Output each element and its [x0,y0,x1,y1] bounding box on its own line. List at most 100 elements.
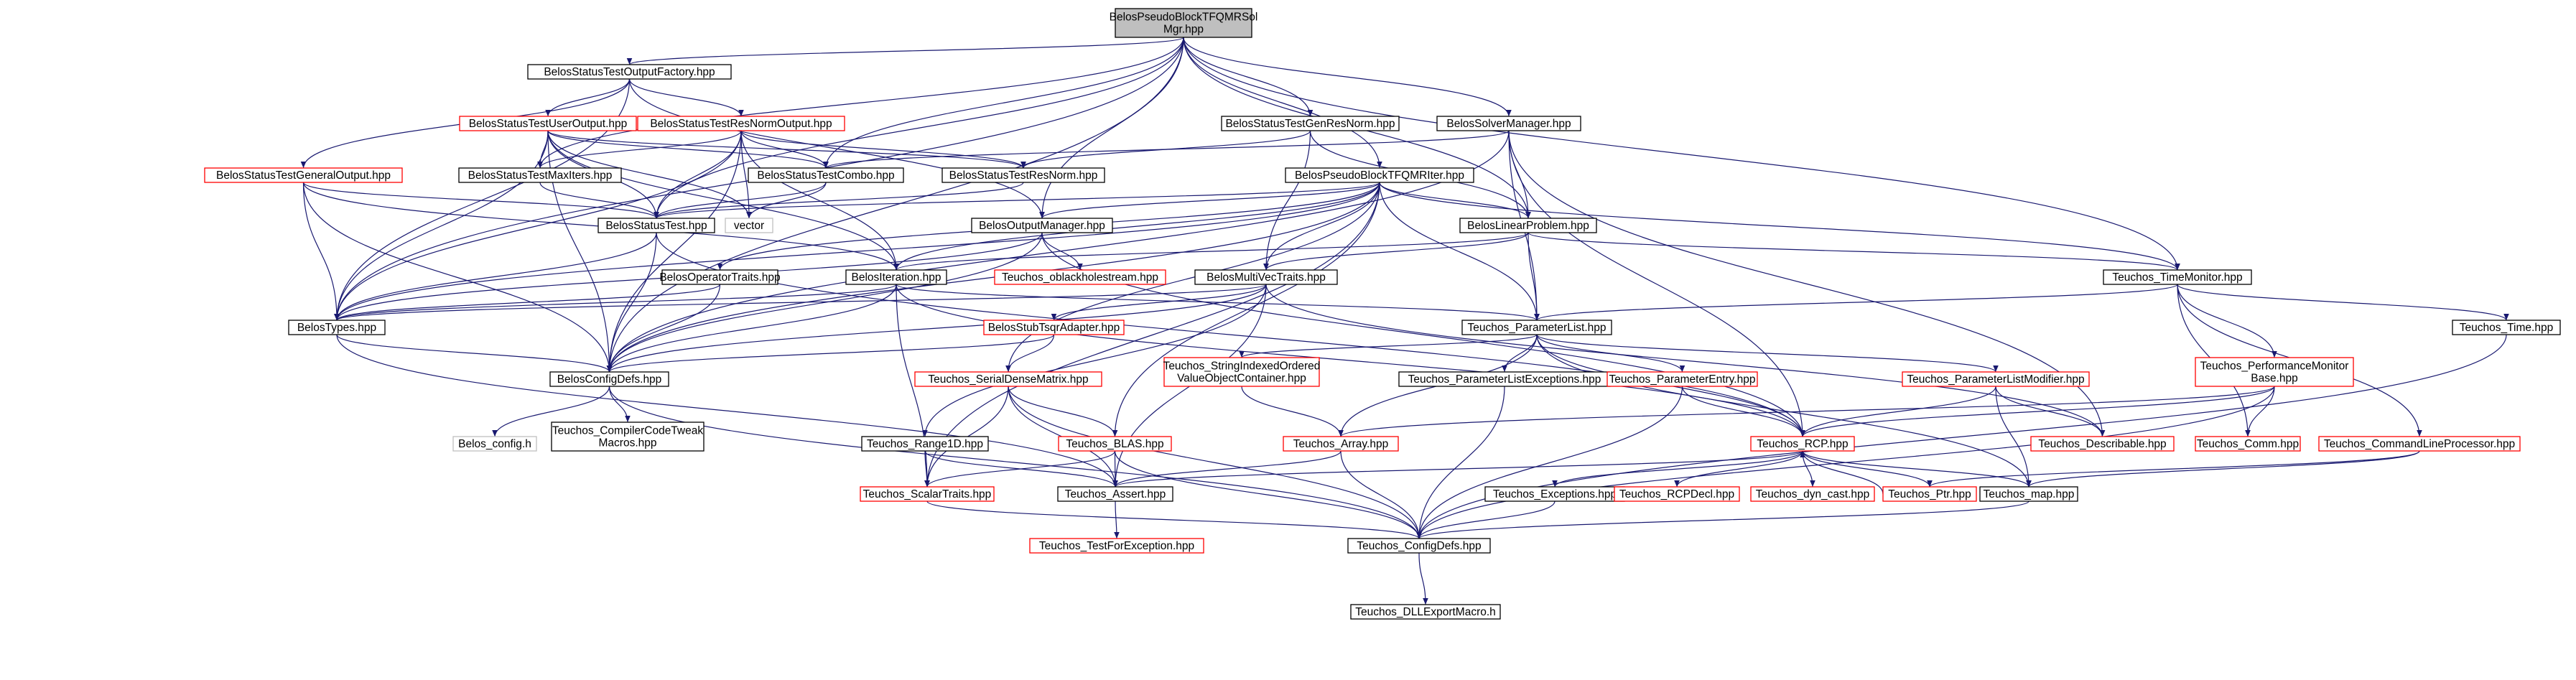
node-box [1350,604,1501,620]
node-bst-generaloutput[interactable]: BelosStatusTestGeneralOutput.hpp [204,167,403,183]
node-box [1614,486,1740,502]
node-bst-resnormoutput[interactable]: BelosStatusTestResNormOutput.hpp [637,116,845,131]
node-bst-genresnorm[interactable]: BelosStatusTestGenResNorm.hpp [1221,116,1400,131]
node-box [452,436,537,452]
node-bst-maxiters[interactable]: BelosStatusTestMaxIters.hpp [458,167,622,183]
edge-root-to-output_manager [1039,37,1184,219]
node-label: Teuchos_map.hpp [1984,488,2075,500]
node-iteration[interactable]: BelosIteration.hpp [845,269,947,285]
node-tfqmr-iter[interactable]: BelosPseudoBlockTFQMRIter.hpp [1285,167,1474,183]
node-label: Teuchos_PerformanceMonitor [2200,360,2349,373]
node-output-manager[interactable]: BelosOutputManager.hpp [971,218,1113,233]
edge-bst_resnormoutput-to-belos_types [334,130,742,321]
edge-bsto_factory-to-belos_types [334,78,631,321]
node-teuchos-assert[interactable]: Teuchos_Assert.hpp [1057,486,1173,502]
node-oblackhole[interactable]: Teuchos_oblackholestream.hpp [994,269,1166,285]
edge-tfqmr_iter-to-linear_problem [1379,182,1531,219]
node-test-for-exception[interactable]: Teuchos_TestForException.hpp [1029,538,1204,554]
node-param-list-exceptions[interactable]: Teuchos_ParameterListExceptions.hpp [1398,371,1611,387]
edge-iteration-to-belos_types [334,284,897,321]
edge-status_test-to-config_defs [606,232,657,373]
edge-multivec_traits-to-range1d [922,284,1267,437]
node-box [845,269,947,285]
node-label: Teuchos_TestForException.hpp [1039,540,1194,552]
node-time-monitor[interactable]: Teuchos_TimeMonitor.hpp [2103,269,2252,285]
node-bst-useroutput[interactable]: BelosStatusTestUserOutput.hpp [459,116,637,131]
node-status-test[interactable]: BelosStatusTest.hpp [597,218,715,233]
node-bst-combo[interactable]: BelosStatusTestCombo.hpp [748,167,904,183]
edge-bsto_factory-to-output_manager [628,78,1045,219]
node-teuchos-map[interactable]: Teuchos_map.hpp [1979,486,2078,502]
node-label: Teuchos_Time.hpp [2460,322,2553,334]
node-solver-manager[interactable]: BelosSolverManager.hpp [1436,116,1581,131]
node-box [458,167,622,183]
node-box [1461,320,1612,335]
edge-config_defs-to-teuchos_config [608,386,1422,539]
node-describable[interactable]: Teuchos_Describable.hpp [2030,436,2175,452]
node-teuchos-array[interactable]: Teuchos_Array.hpp [1283,436,1399,452]
edge-parameter_list-to-param_list_modifier [1536,334,1999,373]
node-dll-export[interactable]: Teuchos_DLLExportMacro.h [1350,604,1501,620]
node-belos-types[interactable]: BelosTypes.hpp [288,320,386,335]
edge-output_manager-to-rcp [1041,232,1805,437]
node-teuchos-comm[interactable]: Teuchos_Comm.hpp [2195,436,2301,452]
node-label: Teuchos_Ptr.hpp [1888,488,1971,500]
node-stub-tsqr[interactable]: BelosStubTsqrAdapter.hpp [983,320,1125,335]
edge-bst_generaloutput-to-config_defs [302,182,613,373]
node-label: ValueObjectContainer.hpp [1177,373,1306,385]
node-teuchos-ptr[interactable]: Teuchos_Ptr.hpp [1882,486,1977,502]
node-teuchos-exceptions[interactable]: Teuchos_Exceptions.hpp [1484,486,1625,502]
node-parameter-list[interactable]: Teuchos_ParameterList.hpp [1461,320,1612,335]
node-label: Mgr.hpp [1163,24,1204,36]
node-teuchos-time[interactable]: Teuchos_Time.hpp [2452,320,2561,335]
node-string-indexed[interactable]: Teuchos_StringIndexedOrderedValueObjectC… [1163,357,1321,387]
node-bsto-factory[interactable]: BelosStatusTestOutputFactory.hpp [527,64,732,80]
node-box [459,116,637,131]
node-blas[interactable]: Teuchos_BLAS.hpp [1058,436,1172,452]
node-box [1902,371,2090,387]
node-operator-traits[interactable]: BelosOperatorTraits.hpp [659,269,781,285]
edge-teuchos_exceptions-to-teuchos_config [1416,500,1556,539]
node-bst-resnorm[interactable]: BelosStatusTestResNorm.hpp [941,167,1105,183]
edge-cmdline-to-teuchos_ptr [1927,450,2420,488]
edge-bst_useroutput-to-vector [547,130,752,219]
node-param-list-modifier[interactable]: Teuchos_ParameterListModifier.hpp [1902,371,2090,387]
node-label: Teuchos_ParameterEntry.hpp [1609,373,1756,386]
node-config-defs[interactable]: BelosConfigDefs.hpp [549,371,669,387]
node-rcp[interactable]: Teuchos_RCP.hpp [1750,436,1855,452]
node-rcpdecl[interactable]: Teuchos_RCPDecl.hpp [1614,486,1740,502]
node-label: Teuchos_CompilerCodeTweak [552,425,703,437]
edge-bsto_factory-to-bst_resnormoutput [628,78,744,117]
node-dyn-cast[interactable]: Teuchos_dyn_cast.hpp [1750,486,1875,502]
node-label: BelosStatusTestResNorm.hpp [949,169,1098,182]
edge-serial_dense-to-teuchos_config [1008,386,1422,539]
node-serial-dense[interactable]: Teuchos_SerialDenseMatrix.hpp [914,371,1102,387]
node-multivec-traits[interactable]: BelosMultiVecTraits.hpp [1194,269,1338,285]
edge-tfqmr_iter-to-serial_dense [1005,182,1380,373]
node-box [661,269,778,285]
node-label: Teuchos_TimeMonitor.hpp [2112,271,2242,284]
node-param-entry[interactable]: Teuchos_ParameterEntry.hpp [1606,371,1758,387]
node-label: BelosLinearProblem.hpp [1467,220,1589,232]
edge-teuchos_assert-to-test_for_exception [1114,500,1120,539]
edge-solver_manager-to-describable [1508,130,2106,437]
edge-rcp-to-teuchos_exceptions [1552,450,1803,488]
node-belos-config: Belos_config.h [452,436,537,452]
node-label: BelosConfigDefs.hpp [557,373,662,386]
edge-solver_manager-to-rcp [1508,130,1805,437]
node-scalar-traits[interactable]: Teuchos_ScalarTraits.hpp [860,486,995,502]
node-cmdline[interactable]: Teuchos_CommandLineProcessor.hpp [2318,436,2521,452]
node-range1d[interactable]: Teuchos_Range1D.hpp [861,436,989,452]
node-label: Belos_config.h [458,438,531,450]
node-linear-problem[interactable]: BelosLinearProblem.hpp [1459,218,1597,233]
edge-bst_combo-to-status_test [654,182,827,219]
node-box [1029,538,1204,554]
node-box [1115,8,1252,38]
node-box [637,116,845,131]
edge-param_list_modifier-to-rcp [1800,386,1996,437]
node-label: Teuchos_ParameterListModifier.hpp [1907,373,2084,386]
node-teuchos-config[interactable]: Teuchos_ConfigDefs.hpp [1347,538,1491,554]
